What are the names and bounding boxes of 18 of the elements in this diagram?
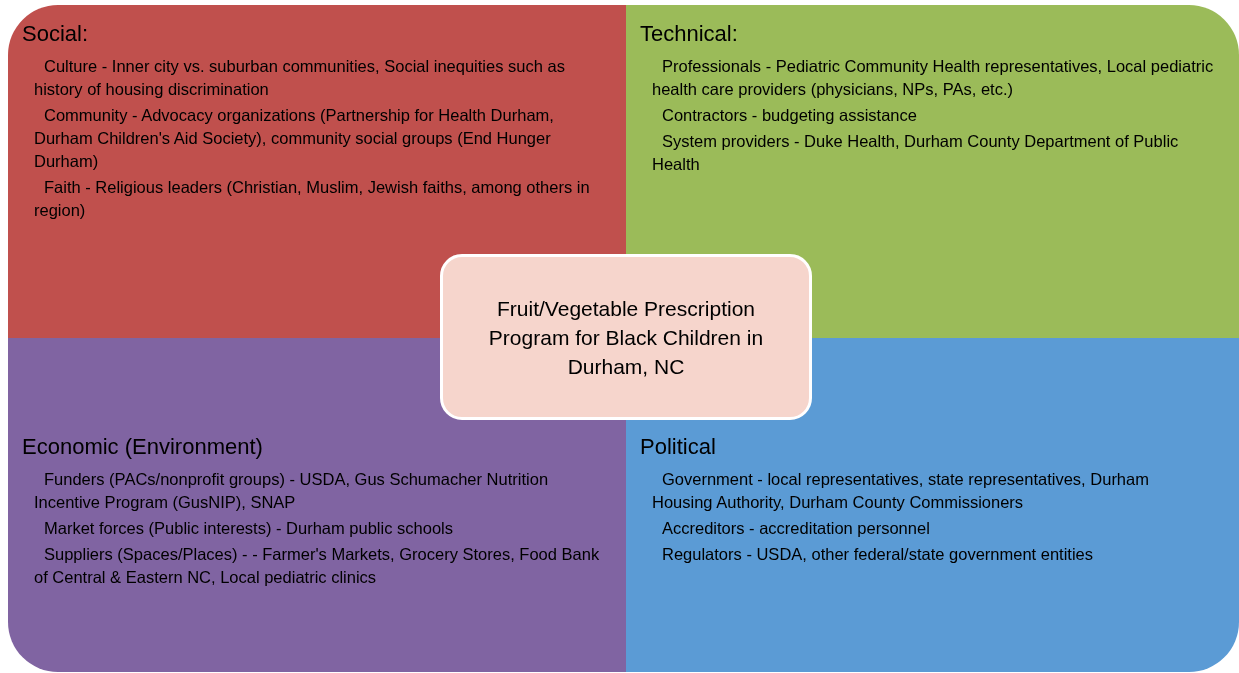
bullet-text: Community - Advocacy organizations (Partnership for Health Durham, Durham Children's Aid Society), community social groups (End Hunger Durham)	[34, 105, 555, 172]
bullet-text: Suppliers (Spaces/Places) - - Farmer's Markets, Grocery Stores, Food Bank of Central & Eastern NC, Local pediatric clinics	[34, 544, 601, 588]
bullet-text: Faith - Religious leaders (Christian, Muslim, Jewish faiths, among others in region)	[34, 177, 591, 221]
bullet-text: Culture - Inner city vs. suburban communities, Social inequities such as history of housing discrimination	[34, 56, 566, 100]
bullet-text: Accreditors - accreditation personnel	[661, 518, 931, 539]
bullet-text: Regulators - USDA, other federal/state government entities	[661, 544, 1095, 565]
bullet-text: Professionals - Pediatric Community Health representatives, Local pediatric health care providers (physicians, NPs, PAs, etc.)	[652, 56, 1215, 100]
center-box	[440, 254, 812, 420]
quadrant-heading: Social:	[22, 21, 90, 47]
quadrant-heading: Economic (Environment)	[22, 434, 264, 460]
quadrant-heading: Political	[640, 434, 717, 460]
quadrant-heading: Technical:	[640, 21, 739, 47]
center-title: Fruit/Vegetable Prescription Program for Black Children in Durham, NC	[487, 295, 765, 380]
bullet-text: System providers - Duke Health, Durham County Department of Public Health	[652, 131, 1180, 175]
bullet-text: Market forces (Public interests) - Durham public schools	[43, 518, 454, 539]
bullet-text: Government - local representatives, state representatives, Durham Housing Authority, Durham County Commissioners	[652, 469, 1150, 513]
bullet-text: Funders (PACs/nonprofit groups) - USDA, Gus Schumacher Nutrition Incentive Program (GusNIP), SNAP	[34, 469, 550, 513]
bullet-text: Contractors - budgeting assistance	[661, 105, 918, 126]
